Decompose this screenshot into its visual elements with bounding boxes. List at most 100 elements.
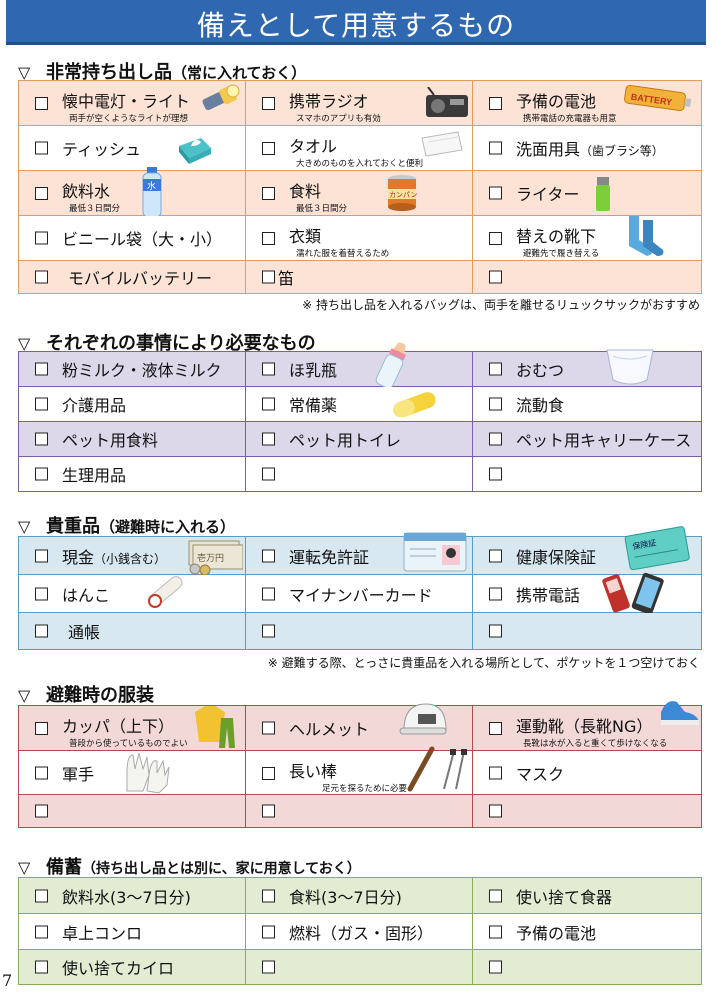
checkbox[interactable] (262, 187, 275, 200)
checklist-item[interactable]: ペット用キャリーケース (473, 422, 701, 457)
checkbox[interactable] (262, 362, 275, 376)
checkbox[interactable] (262, 624, 275, 638)
checklist-item[interactable] (19, 795, 246, 827)
checklist-item[interactable]: ライター (473, 171, 701, 216)
checkbox[interactable] (262, 804, 275, 818)
checklist-item[interactable]: マイナンバーカード (246, 575, 473, 613)
checklist-item[interactable]: マスク (473, 751, 701, 795)
checkbox[interactable] (35, 187, 48, 200)
checklist-item[interactable]: 運転免許証 (246, 532, 473, 575)
checklist-item[interactable] (246, 613, 473, 649)
checkbox[interactable] (262, 432, 275, 446)
checklist-item[interactable]: 懐中電灯・ライト 両手が空くようなライトが理想 (19, 81, 246, 126)
checklist-item[interactable]: 予備の電池 携帯電話の充電器も用意 BATTERY (473, 81, 701, 126)
checkbox[interactable] (489, 804, 502, 818)
checklist-item[interactable]: 燃料（ガス・固形） (246, 914, 473, 950)
checkbox[interactable] (35, 587, 48, 600)
checkbox[interactable] (35, 97, 48, 110)
checkbox[interactable] (489, 925, 502, 938)
checklist-item[interactable]: 流動食 (473, 387, 701, 422)
checklist-item[interactable]: 生理用品 (19, 457, 246, 491)
checkbox[interactable] (262, 142, 275, 155)
checkbox[interactable] (489, 722, 502, 735)
checkbox[interactable] (489, 549, 502, 562)
checkbox[interactable] (262, 587, 275, 600)
checklist-item[interactable]: 笛 (246, 261, 473, 293)
checklist-item[interactable]: 予備の電池 (473, 914, 701, 950)
checkbox[interactable] (262, 889, 275, 902)
checklist-item[interactable]: 衣類 濡れた服を着替えるため (246, 216, 473, 261)
checkbox[interactable] (262, 960, 275, 974)
checkbox[interactable] (489, 270, 502, 284)
checklist-item[interactable]: 健康保険証 保険証 (473, 526, 701, 575)
checklist-item[interactable]: 粉ミルク・液体ミルク (19, 352, 246, 387)
checklist-item[interactable]: ビニール袋（大・小） (19, 216, 246, 261)
checkbox[interactable] (35, 722, 48, 735)
checkbox[interactable] (35, 141, 48, 155)
checkbox[interactable] (35, 432, 48, 446)
checkbox[interactable] (262, 549, 275, 562)
checkbox[interactable] (489, 587, 502, 600)
checklist-item[interactable] (473, 457, 701, 491)
checklist-item[interactable]: 携帯電話 (473, 572, 701, 615)
checklist-item[interactable] (246, 950, 473, 984)
checklist-item[interactable]: 長い棒 足元を探るために必要 (246, 746, 473, 795)
checkbox[interactable] (262, 97, 275, 110)
checkbox[interactable] (262, 925, 275, 938)
checklist-item[interactable] (246, 457, 473, 491)
checklist-item[interactable]: 食料 最低３日間分 カンパン (246, 171, 473, 216)
checklist-item[interactable]: 軍手 (19, 751, 246, 795)
checklist-item[interactable]: 通帳 (19, 613, 246, 649)
checklist-item[interactable]: はんこ (19, 575, 246, 613)
checklist-item[interactable] (473, 950, 701, 984)
checklist-item[interactable]: 運動靴（長靴NG） 長靴は水が入ると重くて歩けなくなる (473, 701, 701, 751)
checklist-item[interactable]: タオル 大きめのものを入れておくと便利 (246, 126, 473, 171)
checkbox[interactable] (489, 141, 502, 155)
checklist-item[interactable]: カッパ（上下） 普段から使っているものでよい (19, 706, 246, 751)
checklist-item[interactable]: おむつ (473, 349, 701, 387)
checkbox[interactable] (35, 960, 48, 974)
checkbox[interactable] (35, 804, 48, 818)
checklist-item[interactable]: 常備薬 (246, 387, 473, 422)
checklist-item[interactable]: 飲料水 最低３日間分 水 (19, 167, 246, 218)
checkbox[interactable] (35, 231, 48, 245)
checklist-item[interactable]: ペット用食料 (19, 422, 246, 457)
checkbox[interactable] (262, 232, 275, 245)
checkbox[interactable] (35, 397, 48, 411)
checklist-item[interactable]: 替えの靴下 避難先で履き替える (473, 216, 701, 261)
checkbox[interactable] (35, 889, 48, 902)
checklist-item[interactable] (246, 795, 473, 827)
checklist-item[interactable]: ほ乳瓶 (246, 342, 473, 389)
checkbox[interactable] (262, 270, 275, 284)
checklist-item[interactable]: ペット用トイレ (246, 422, 473, 457)
checkbox[interactable] (489, 362, 502, 376)
checkbox[interactable] (35, 270, 48, 284)
checklist-item[interactable]: 洗面用具（歯ブラシ等） (473, 126, 701, 171)
checklist-item[interactable] (473, 795, 701, 827)
checkbox[interactable] (489, 889, 502, 902)
checkbox[interactable] (489, 186, 502, 200)
checklist-item[interactable] (473, 613, 701, 649)
checkbox[interactable] (35, 549, 48, 562)
checkbox[interactable] (35, 766, 48, 779)
checklist-item[interactable]: 現金（小銭含む） 壱万円 (19, 537, 246, 575)
checkbox[interactable] (262, 397, 275, 411)
checkbox[interactable] (262, 467, 275, 481)
checkbox[interactable] (262, 721, 275, 735)
checklist-item[interactable]: 食料(3～7日分) (246, 878, 473, 914)
checklist-item[interactable]: 使い捨てカイロ (19, 950, 246, 984)
checkbox[interactable] (489, 397, 502, 411)
checkbox[interactable] (35, 467, 48, 481)
checkbox[interactable] (489, 766, 502, 779)
checklist-item[interactable]: 卓上コンロ (19, 914, 246, 950)
checkbox[interactable] (489, 97, 502, 110)
checklist-item[interactable]: ティッシュ (19, 126, 246, 171)
checkbox[interactable] (262, 767, 275, 780)
checkbox[interactable] (489, 624, 502, 638)
checkbox[interactable] (489, 960, 502, 974)
checklist-item[interactable]: 使い捨て食器 (473, 878, 701, 914)
checkbox[interactable] (489, 467, 502, 481)
checklist-item[interactable]: 携帯ラジオ スマホのアプリも有効 (246, 81, 473, 126)
checklist-item[interactable]: ヘルメット (246, 703, 473, 751)
checkbox[interactable] (35, 624, 48, 638)
